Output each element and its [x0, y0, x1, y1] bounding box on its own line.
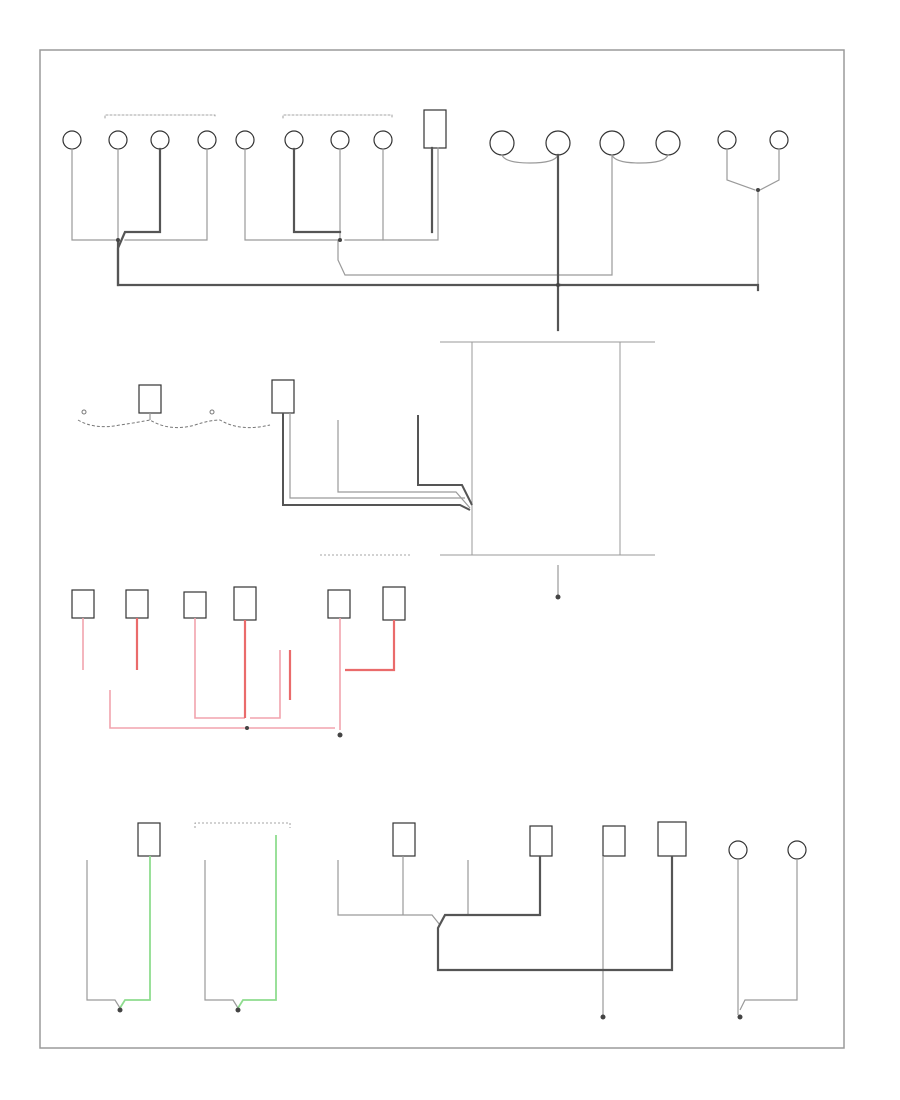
- ground-2: [337, 732, 343, 738]
- wire-main-bus: [558, 283, 760, 292]
- right-front-sensor: [125, 589, 149, 619]
- ground-1: [555, 594, 561, 600]
- ground-module-d: [382, 586, 406, 621]
- wire-right-lamp-branch: [611, 154, 669, 164]
- trailer-section: [77, 341, 655, 600]
- wire-left-lamp-branch: [501, 154, 559, 164]
- trailer-connector-1: [138, 384, 162, 414]
- wire-left-marker-3: [124, 148, 208, 241]
- wire-right-headlight: [244, 148, 341, 241]
- wire-green-1: [119, 856, 151, 1009]
- wire-trailer-gray: [289, 413, 465, 499]
- left-license-lamp: [717, 130, 737, 150]
- wire-right-marker-1: [292, 147, 342, 234]
- right-license-lamp: [769, 130, 789, 150]
- bottom-module-3: [602, 825, 626, 857]
- top-module: [423, 109, 447, 149]
- wire-right-lamp-drop: [337, 154, 613, 276]
- wire-pink-bus: [109, 690, 335, 729]
- front-lamp-section: [62, 109, 789, 332]
- ground-module-b: [233, 586, 257, 621]
- left-marker-lamp-3: [197, 130, 217, 150]
- wire-bottom-dark-1: [436, 856, 674, 972]
- left-marker-bracket: [104, 114, 216, 119]
- right-headlight-lamp: [235, 130, 255, 150]
- ground-6: [737, 1014, 743, 1020]
- wire-bottom-2: [204, 860, 239, 1009]
- bottom-bracket: [194, 822, 291, 828]
- right-marker-lamp-1: [284, 130, 304, 150]
- wire-top-module: [344, 147, 439, 241]
- green-module-1: [137, 822, 161, 857]
- bottom-module-1: [392, 822, 416, 857]
- splice-left: [116, 238, 120, 242]
- left-tail-lamp-1: [489, 130, 515, 156]
- splice-right: [338, 238, 342, 242]
- ground-4: [235, 1007, 241, 1013]
- connector-pin-b: [209, 409, 215, 415]
- wire-red-3: [345, 620, 396, 672]
- left-marker-lamp-1: [108, 130, 128, 150]
- wire-sensor-dark: [417, 415, 473, 506]
- right-tail-lamp-2: [655, 130, 681, 156]
- right-lamp-pair-1: [728, 840, 748, 860]
- ground-module-c: [327, 589, 351, 619]
- twisted-pair: [77, 419, 271, 429]
- ground-3: [117, 1007, 123, 1013]
- sensor-section: [71, 554, 410, 738]
- left-tail-lamp-2: [545, 130, 571, 156]
- splice-license: [756, 188, 760, 192]
- wire-license-left: [726, 148, 756, 191]
- left-front-sensor: [71, 589, 95, 619]
- right-marker-lamp-2: [330, 130, 350, 150]
- connector-pin-a: [81, 409, 87, 415]
- wire-pink-2: [194, 618, 245, 719]
- right-marker-bracket: [282, 114, 393, 119]
- wire-left-headlight: [71, 148, 119, 241]
- wire-bottom-3: [337, 860, 441, 926]
- ground-5: [600, 1014, 606, 1020]
- left-marker-lamp-2: [150, 130, 170, 150]
- right-marker-lamp-3: [373, 130, 393, 150]
- bottom-section: [86, 821, 807, 1020]
- wire-green-2: [237, 835, 277, 1009]
- wire-bottom-1: [86, 860, 121, 1009]
- wire-license-right: [759, 148, 780, 191]
- splice-center: [556, 283, 560, 287]
- right-tail-lamp-1: [599, 130, 625, 156]
- bottom-module-4: [657, 821, 687, 857]
- wire-left-marker-2: [116, 147, 562, 287]
- right-lamp-pair-2: [787, 840, 807, 860]
- wire-bottom-5: [445, 860, 469, 916]
- splice-pink-1: [245, 726, 249, 730]
- wire-lamp-pair-2: [739, 859, 798, 1011]
- wire-trailer-dark: [282, 413, 471, 511]
- wire-sensor-gray: [337, 420, 471, 509]
- ground-module-a: [183, 591, 207, 619]
- diagram-frame: [39, 49, 845, 1049]
- wire-pink-4: [250, 650, 281, 719]
- left-headlight-lamp: [62, 130, 82, 150]
- bottom-module-2: [529, 825, 553, 857]
- trailer-connector-2: [271, 379, 295, 414]
